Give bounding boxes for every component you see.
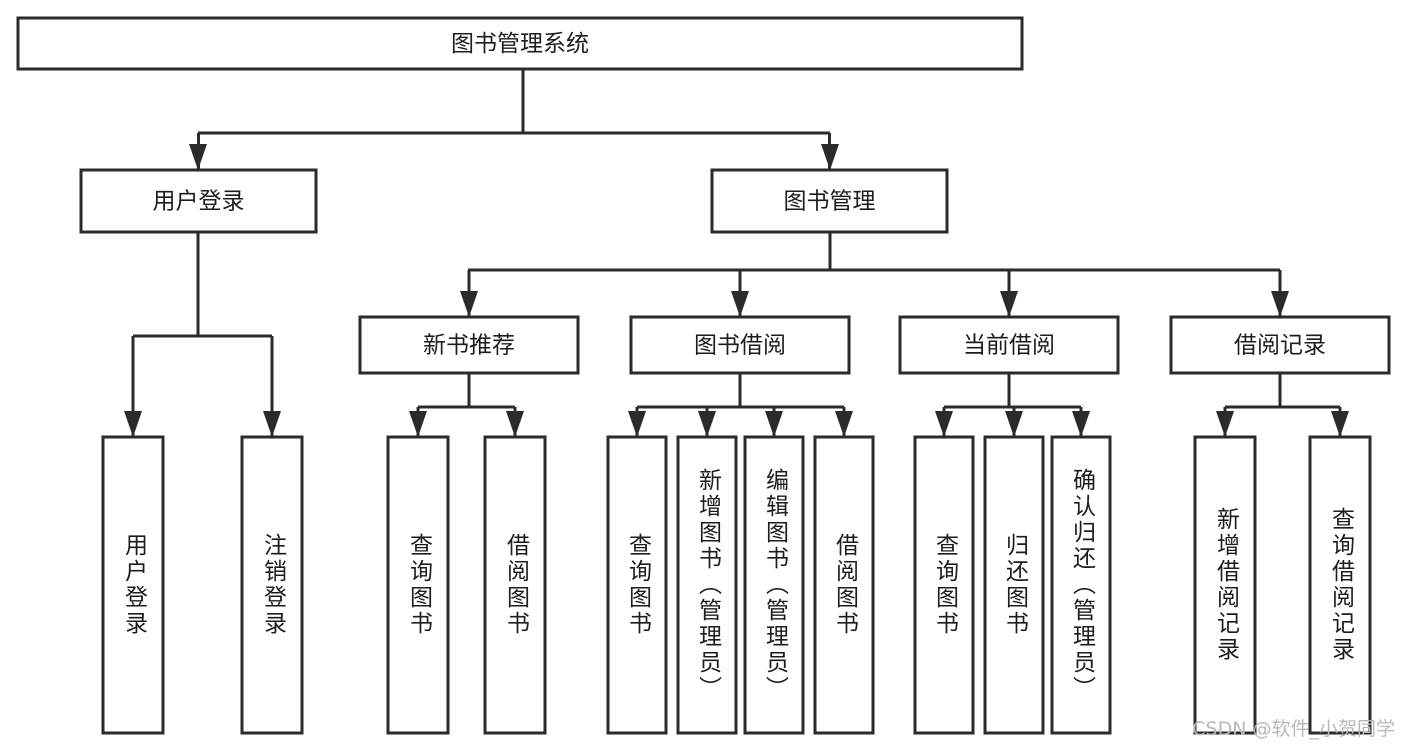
node-current-borrow[interactable]: 当前借阅 [898, 315, 1120, 375]
arrow-head-15 [1005, 411, 1023, 437]
node-leaf-user-logout[interactable]: 注销登录 [240, 435, 304, 735]
arrow-head-3 [263, 411, 281, 437]
node-label-leaf-user-login: 用户登录 [121, 533, 149, 637]
node-box-leaf-query-book-a[interactable] [386, 435, 450, 735]
node-label-leaf-user-logout: 注销登录 [260, 533, 288, 637]
node-leaf-edit-book[interactable]: 编辑图书（管理员） [743, 435, 805, 735]
arrow-head-0 [189, 144, 207, 170]
node-box-leaf-user-logout[interactable] [240, 435, 304, 735]
node-label-user-login: 用户登录 [153, 189, 245, 215]
node-box-leaf-query-record[interactable] [1308, 435, 1372, 735]
book-manage-bus [468, 232, 1280, 272]
node-label-new-book-rec: 新书推荐 [423, 333, 515, 359]
csdn-watermark: CSDN @软件_小贺同学 [1192, 718, 1395, 740]
node-label-leaf-return-book: 归还图书 [1002, 533, 1030, 637]
arrow-head-14 [935, 411, 953, 437]
arrow-head-13 [835, 411, 853, 437]
node-box-leaf-add-record[interactable] [1193, 435, 1257, 735]
node-user-login[interactable]: 用户登录 [79, 168, 318, 234]
node-label-book-manage: 图书管理 [784, 189, 876, 215]
node-label-root: 图书管理系统 [451, 31, 589, 57]
node-leaf-query-book-b[interactable]: 查询图书 [606, 435, 668, 735]
node-leaf-borrow-book-a[interactable]: 借阅图书 [483, 435, 547, 735]
node-box-leaf-query-book-b[interactable] [606, 435, 668, 735]
arrow-head-6 [1000, 291, 1018, 317]
node-leaf-add-book[interactable]: 新增图书（管理员） [676, 435, 738, 735]
root-bus [198, 69, 830, 135]
node-label-leaf-confirm-return: 确认归还（管理员） [1069, 468, 1097, 702]
current-borrow-bus [944, 373, 1081, 409]
node-leaf-query-book-a[interactable]: 查询图书 [386, 435, 450, 735]
arrow-head-7 [1271, 291, 1289, 317]
arrow-head-5 [731, 291, 749, 317]
arrow-head-18 [1331, 411, 1349, 437]
node-label-current-borrow: 当前借阅 [963, 333, 1055, 359]
connector-bus-layer [133, 69, 1340, 409]
arrow-head-layer [124, 144, 1349, 437]
node-label-leaf-borrow-book-a: 借阅图书 [503, 533, 531, 637]
node-root[interactable]: 图书管理系统 [16, 16, 1024, 71]
book-borrow-bus [637, 373, 844, 409]
arrow-head-16 [1072, 411, 1090, 437]
node-box-leaf-borrow-book-b[interactable] [813, 435, 875, 735]
arrow-head-2 [124, 411, 142, 437]
arrow-head-11 [698, 411, 716, 437]
node-box-leaf-confirm-return[interactable] [1050, 435, 1112, 735]
node-label-book-borrow: 图书借阅 [694, 333, 786, 359]
node-leaf-return-book[interactable]: 归还图书 [983, 435, 1045, 735]
node-label-leaf-query-book-b: 查询图书 [625, 533, 653, 637]
borrow-record-bus [1225, 373, 1340, 409]
node-layer: 图书管理系统用户登录图书管理新书推荐图书借阅当前借阅借阅记录用户登录注销登录查询… [16, 16, 1391, 735]
node-box-leaf-query-book-c[interactable] [913, 435, 975, 735]
node-leaf-add-record[interactable]: 新增借阅记录 [1193, 435, 1257, 735]
node-leaf-user-login[interactable]: 用户登录 [101, 435, 165, 735]
node-box-root[interactable] [16, 16, 1024, 71]
node-borrow-record[interactable]: 借阅记录 [1169, 315, 1391, 375]
node-label-leaf-query-book-a: 查询图书 [406, 533, 434, 637]
node-box-user-login[interactable] [79, 168, 318, 234]
node-leaf-confirm-return[interactable]: 确认归还（管理员） [1050, 435, 1112, 735]
node-label-leaf-edit-book: 编辑图书（管理员） [762, 468, 790, 702]
node-label-borrow-record: 借阅记录 [1234, 333, 1326, 359]
node-box-borrow-record[interactable] [1169, 315, 1391, 375]
node-book-manage[interactable]: 图书管理 [710, 168, 949, 234]
node-label-leaf-add-book: 新增图书（管理员） [695, 468, 723, 702]
node-box-leaf-borrow-book-a[interactable] [483, 435, 547, 735]
node-box-book-borrow[interactable] [629, 315, 851, 375]
node-leaf-query-book-c[interactable]: 查询图书 [913, 435, 975, 735]
node-label-leaf-borrow-book-b: 借阅图书 [832, 533, 860, 637]
arrow-head-8 [409, 411, 427, 437]
arrow-head-17 [1216, 411, 1234, 437]
node-box-leaf-user-login[interactable] [101, 435, 165, 735]
arrow-head-10 [628, 411, 646, 437]
node-box-new-book-rec[interactable] [358, 315, 580, 375]
node-leaf-query-record[interactable]: 查询借阅记录 [1308, 435, 1372, 735]
arrow-head-4 [460, 291, 478, 317]
node-book-borrow[interactable]: 图书借阅 [629, 315, 851, 375]
node-label-leaf-query-record: 查询借阅记录 [1328, 507, 1356, 663]
new-book-rec-bus [418, 373, 515, 409]
node-box-current-borrow[interactable] [898, 315, 1120, 375]
node-leaf-borrow-book-b[interactable]: 借阅图书 [813, 435, 875, 735]
arrow-head-9 [506, 411, 524, 437]
node-box-leaf-edit-book[interactable] [743, 435, 805, 735]
arrow-head-1 [821, 144, 839, 170]
user-login-bus [133, 232, 272, 338]
node-new-book-rec[interactable]: 新书推荐 [358, 315, 580, 375]
node-box-book-manage[interactable] [710, 168, 949, 234]
node-box-leaf-add-book[interactable] [676, 435, 738, 735]
node-label-leaf-query-book-c: 查询图书 [932, 533, 960, 637]
arrow-head-12 [765, 411, 783, 437]
node-label-leaf-add-record: 新增借阅记录 [1213, 507, 1241, 663]
node-box-leaf-return-book[interactable] [983, 435, 1045, 735]
